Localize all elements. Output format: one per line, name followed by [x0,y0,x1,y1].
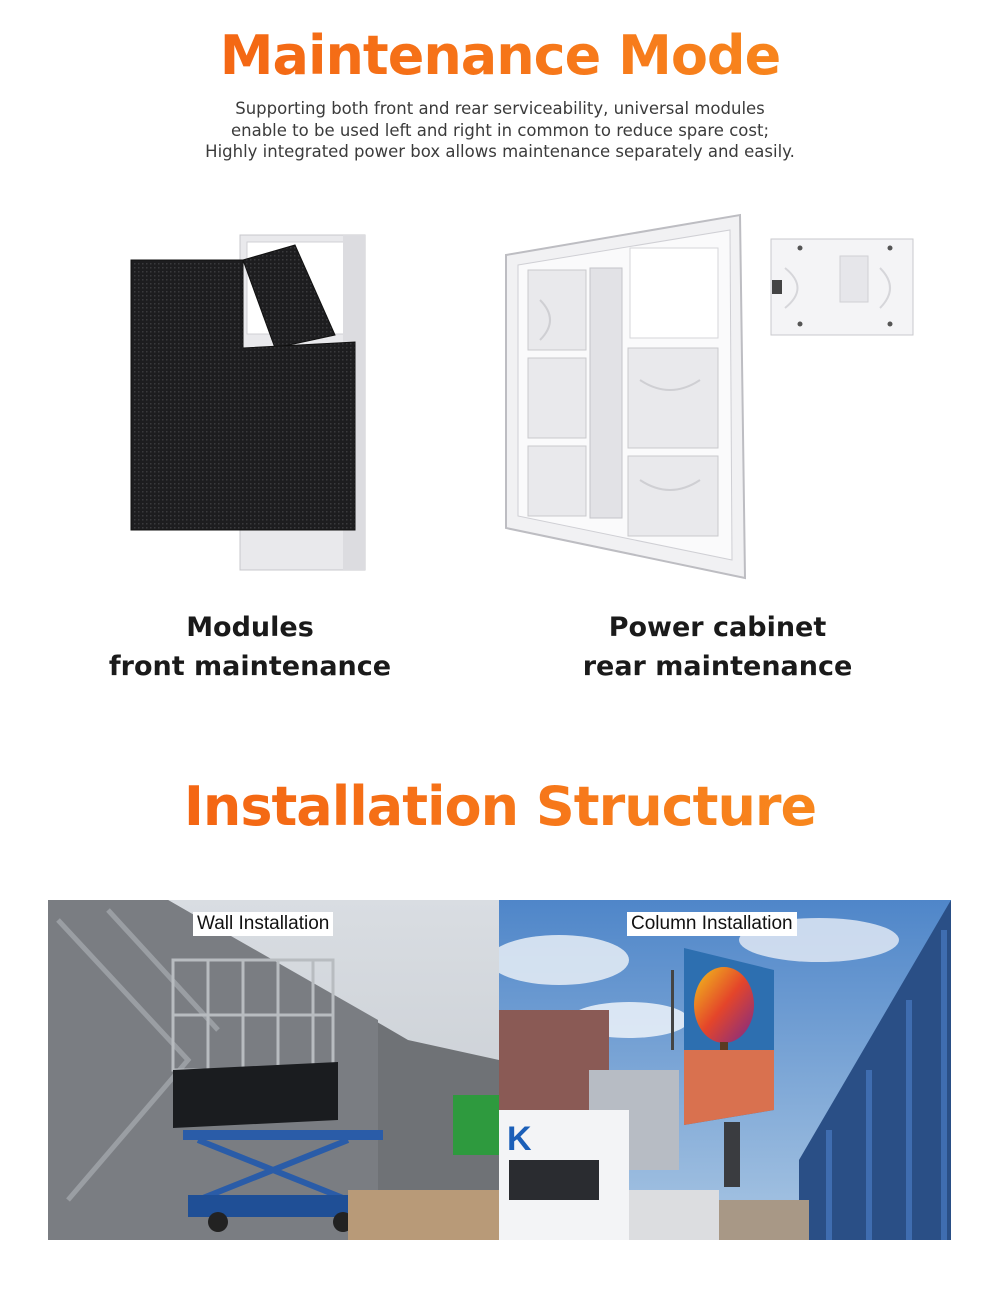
rear-maintenance-caption: Power cabinet rear maintenance [545,608,890,686]
description-line: Supporting both front and rear serviceab… [235,99,765,118]
description-line: enable to be used left and right in comm… [230,120,769,140]
caption-line: front maintenance [108,651,392,682]
caption-line: Power cabinet [608,612,827,643]
column-installation-label: Column Installation [627,912,797,936]
front-maintenance-caption: Modules front maintenance [80,608,420,686]
caption-line: rear maintenance [582,651,853,682]
rear-maintenance-cabinet-image [505,213,747,580]
power-box-image [770,238,914,336]
column-installation-scene: K [499,900,951,1240]
wall-installation-photo: Wall Installation [48,900,499,1240]
caption-line: Modules [186,612,314,643]
front-maintenance-cabinet-image [130,234,366,571]
column-installation-photo: K Column Installation [499,900,951,1240]
svg-text:K: K [507,1120,532,1158]
wall-installation-scene [48,900,499,1240]
maintenance-title: Maintenance Mode [0,24,1000,87]
wall-installation-label: Wall Installation [193,912,334,936]
description-line: Highly integrated power box allows maint… [205,142,795,161]
installation-title: Installation Structure [0,775,1000,838]
maintenance-description: Supporting both front and rear serviceab… [100,98,900,163]
